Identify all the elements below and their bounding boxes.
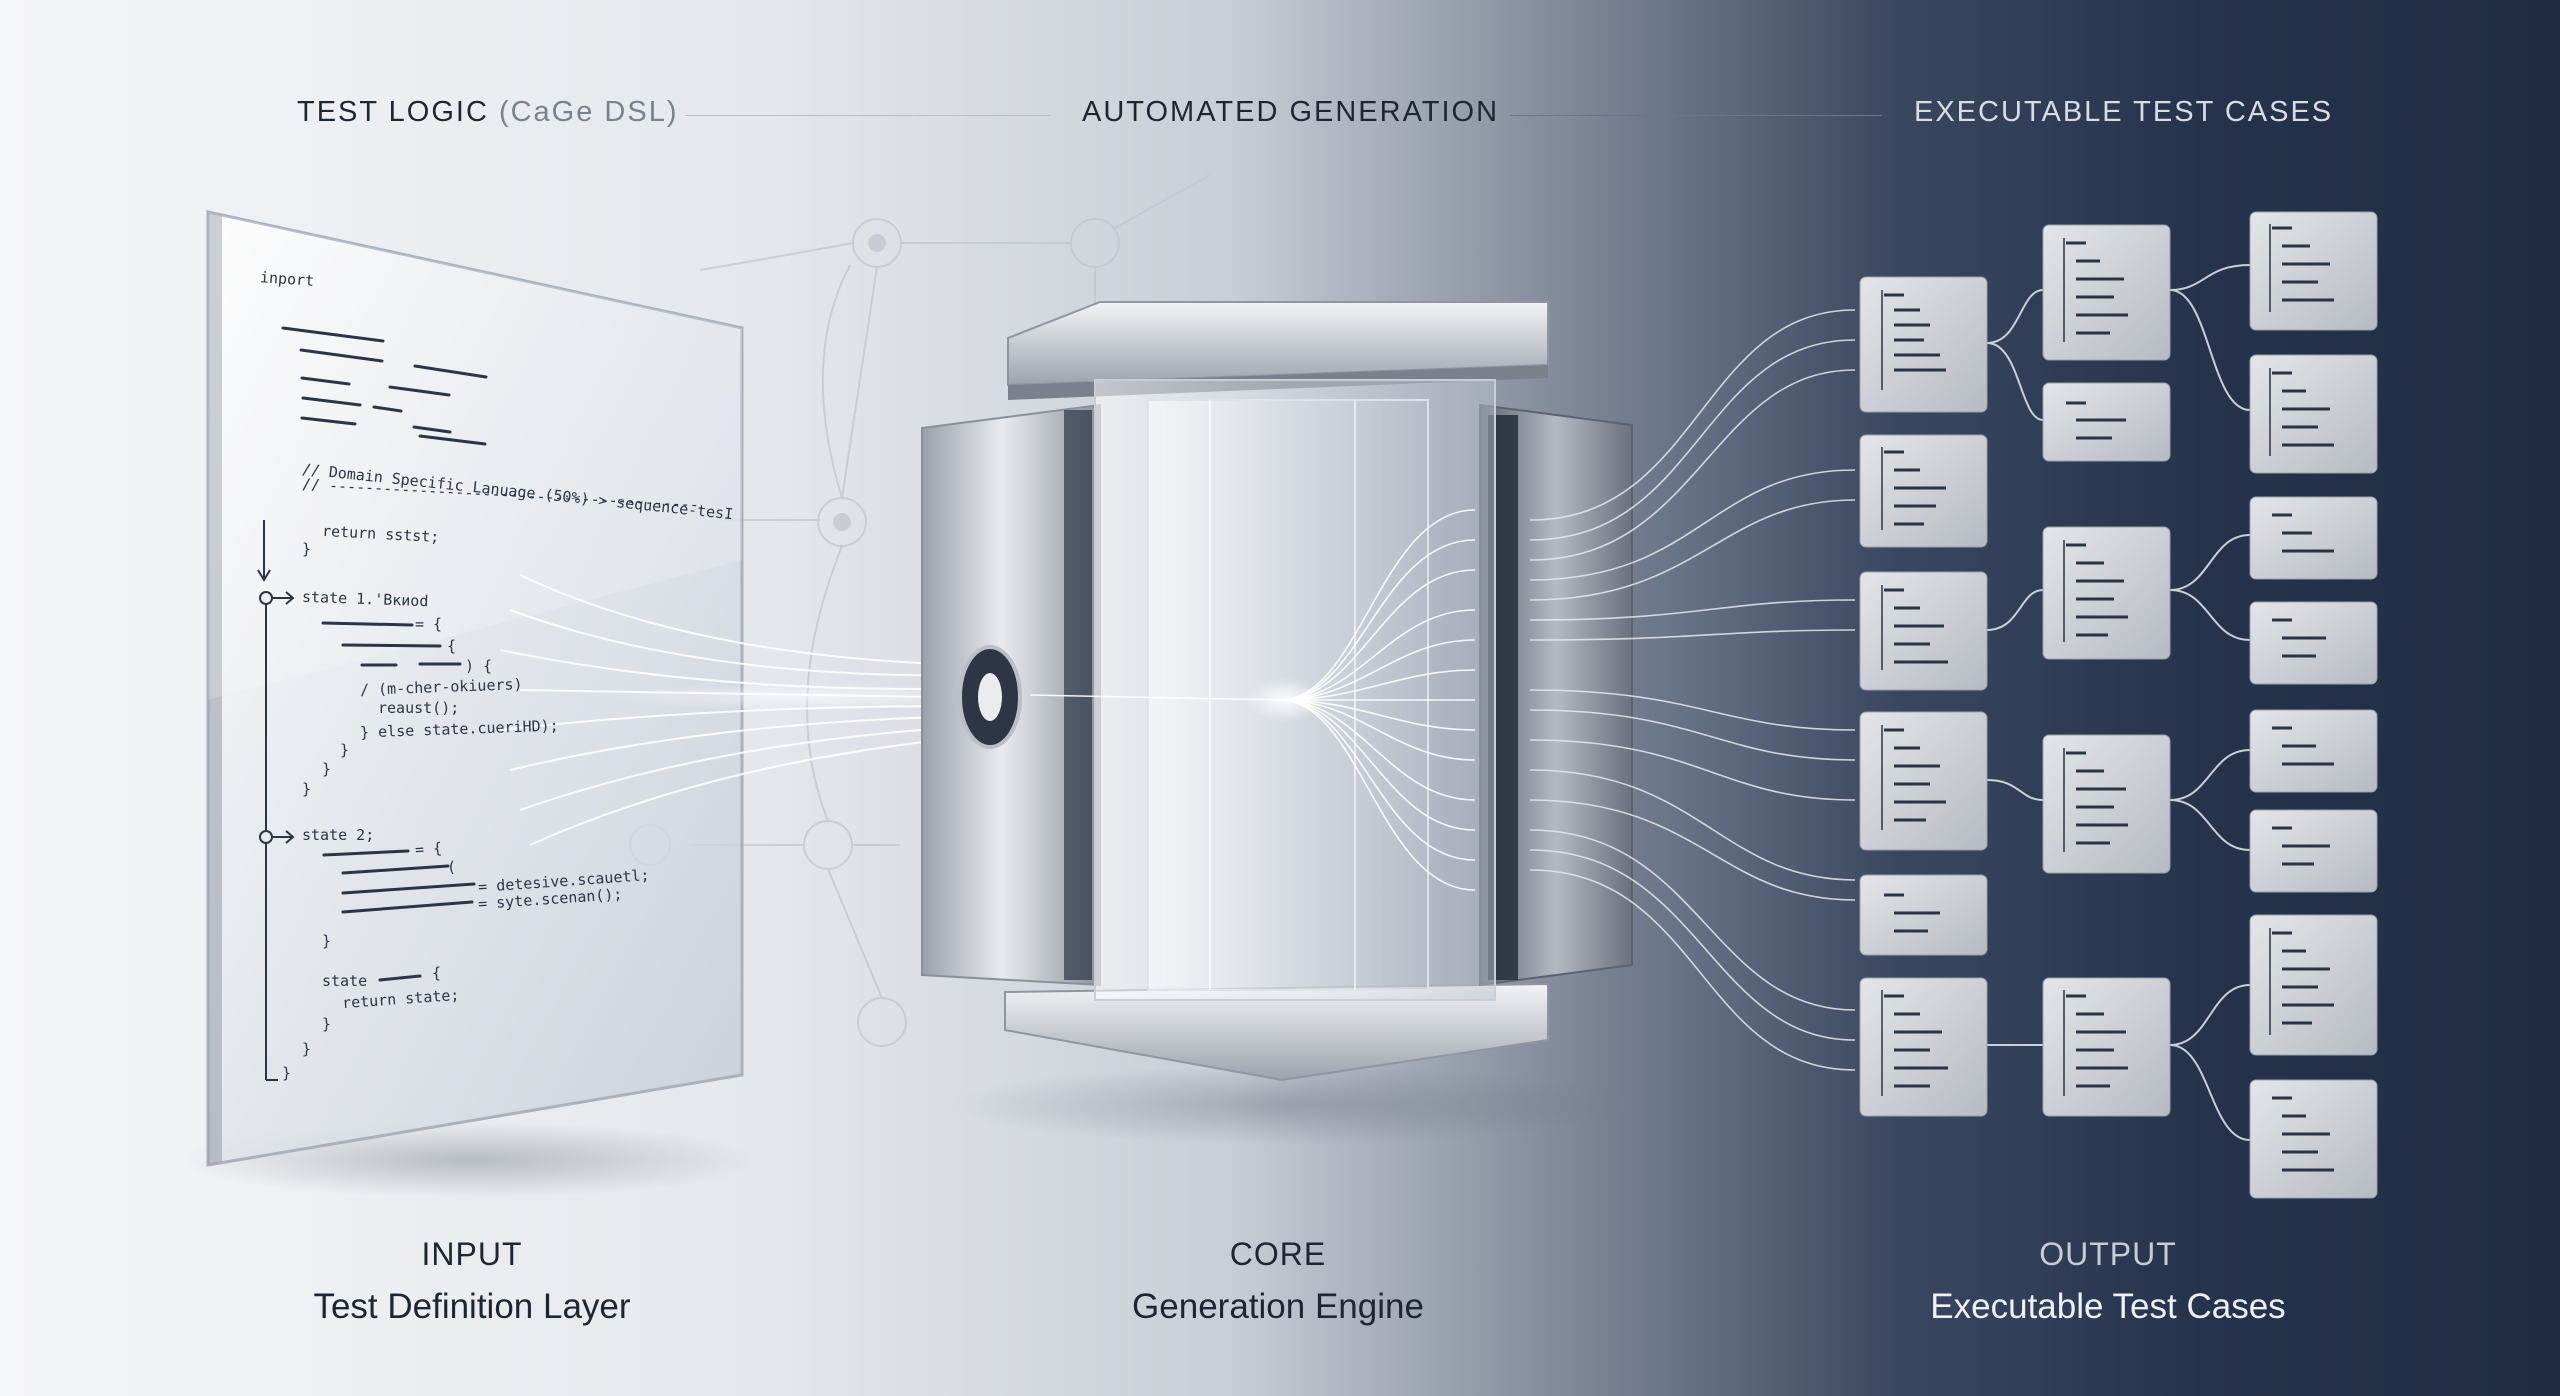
background-network [629,174,1211,1047]
dsl-glass-panel [206,210,744,1167]
code-line: { [447,637,457,655]
code-line: } [302,1040,312,1058]
test-case-card [2249,601,2378,685]
code-line: ) { [465,657,493,675]
test-case-card [2042,526,2171,660]
code-line: ( [447,858,457,876]
input-label: INPUT Test Definition Layer [272,1236,672,1327]
test-case-card [2249,709,2378,793]
code-state-2: state 2; [302,826,375,844]
code-line: reaust(); [378,699,460,717]
header-divider-right [1510,115,1882,116]
test-case-card [2042,224,2171,361]
code-state-3: state [322,972,368,990]
test-case-card [1859,874,1988,956]
test-case-card [2042,382,2171,462]
test-case-card [2249,496,2378,580]
core-title: Generation Engine [1132,1287,1424,1326]
header-divider-left [685,115,1050,116]
code-placeholder-bars [281,326,488,982]
output-column-heading: EXECUTABLE TEST CASES [1914,96,2334,128]
code-line: } [282,1064,292,1082]
core-glow [1245,678,1325,722]
test-case-card [2249,914,2378,1056]
test-case-card [1859,276,1988,413]
input-signal-beams [499,574,991,846]
test-case-card [2042,734,2171,874]
test-case-card [2249,809,2378,893]
code-flow-gutter [257,520,295,1081]
core-kicker: CORE [1229,1236,1327,1272]
test-case-card [1859,977,1988,1117]
output-tree-connectors [1986,264,2251,1141]
output-test-cases [1859,211,2378,1199]
test-case-card [2249,1079,2378,1199]
output-title: Executable Test Cases [1930,1287,2286,1326]
code-import: inport [259,268,315,290]
code-line: } [322,760,332,778]
test-case-card [1859,434,1988,548]
code-line: = { [414,839,443,859]
code-line: } [340,741,350,759]
code-line: } [302,780,312,798]
test-case-card [2249,211,2378,331]
core-column-heading: AUTOMATED GENERATION [1082,96,1500,128]
test-case-card [2249,354,2378,474]
output-signal-beams [1529,309,1856,1071]
input-title: Test Definition Layer [313,1287,631,1326]
input-column-heading: TEST LOGIC (CaGe DSL) [297,96,679,129]
code-line: } [322,932,332,950]
code-brace: } [302,540,312,558]
code-line: } [322,1015,332,1033]
output-label: OUTPUT Executable Test Cases [1908,1236,2308,1327]
core-shadow [950,1065,1630,1145]
input-heading-title: TEST LOGIC [297,96,489,128]
code-line: = { [415,615,443,633]
core-label: CORE Generation Engine [1078,1236,1478,1327]
code-line: { [432,964,442,982]
test-case-card [1859,711,1988,851]
test-case-card [1859,571,1988,691]
input-heading-subtitle: (CaGe DSL) [498,96,679,128]
test-case-card [2042,977,2171,1117]
input-kicker: INPUT [421,1236,523,1272]
output-kicker: OUTPUT [2039,1236,2177,1272]
